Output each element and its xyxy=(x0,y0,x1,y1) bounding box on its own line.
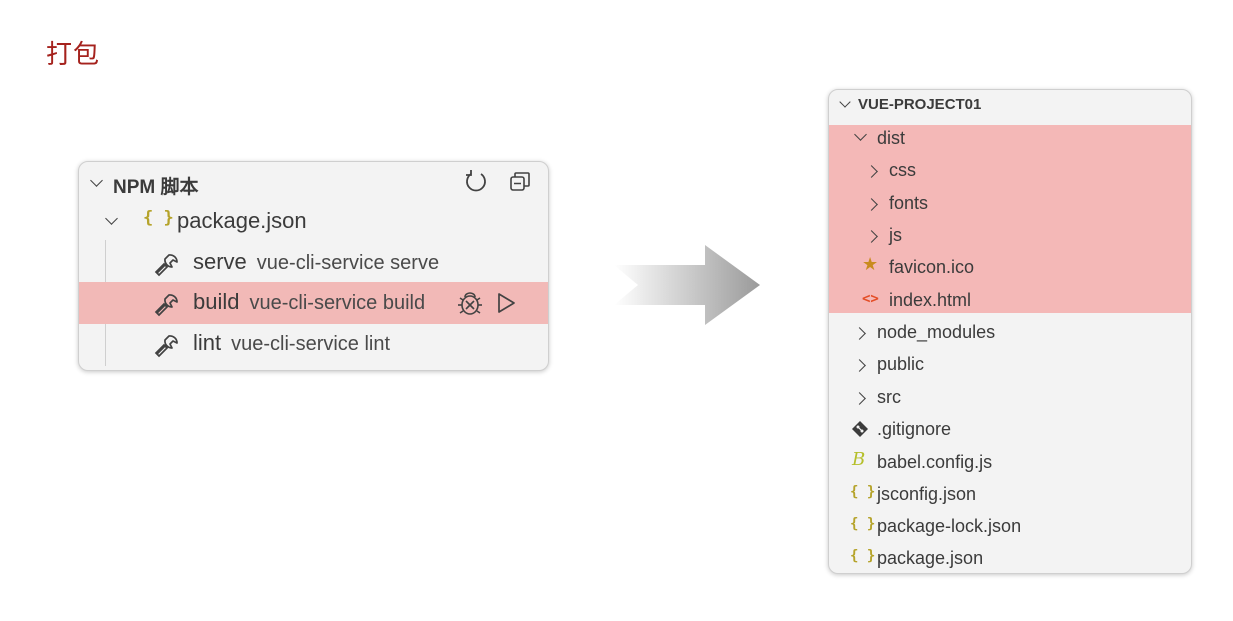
script-name: serve xyxy=(193,249,247,274)
tree-item-label: js xyxy=(889,225,902,245)
tree-item-label: public xyxy=(877,354,925,374)
tree-item-label: package.json xyxy=(877,548,984,568)
right-arrow xyxy=(614,245,760,325)
tree-item-jsconfig[interactable]: { } jsconfig.json xyxy=(829,478,1191,510)
chevron-right-icon[interactable] xyxy=(853,359,866,372)
tree-item-label: package-lock.json xyxy=(877,516,1022,536)
tree-item-index-html[interactable]: <> index.html xyxy=(829,284,1191,316)
tree-item-label: jsconfig.json xyxy=(877,484,977,504)
script-name: build xyxy=(193,289,240,314)
tree-item-label: css xyxy=(889,160,916,180)
explorer-header[interactable]: VUE-PROJECT01 xyxy=(829,90,1191,120)
babel-icon: B xyxy=(852,449,866,470)
chevron-right-icon[interactable] xyxy=(865,165,878,178)
chevron-down-icon[interactable] xyxy=(839,96,851,108)
json-icon: { } xyxy=(143,208,174,228)
package-json-row[interactable]: { } package.json xyxy=(79,204,548,240)
tree-item-node-modules[interactable]: node_modules xyxy=(829,316,1191,348)
tree-item-js[interactable]: js xyxy=(829,219,1191,251)
tree-item-label: src xyxy=(877,387,901,407)
explorer-panel: VUE-PROJECT01 dist css fonts js ★ favico… xyxy=(828,89,1192,574)
tree-item-label: node_modules xyxy=(877,322,996,342)
tree-item-public[interactable]: public xyxy=(829,348,1191,380)
tree-item-dist[interactable]: dist xyxy=(829,122,1191,154)
tree-item-label: .gitignore xyxy=(877,419,952,439)
debug-icon[interactable] xyxy=(455,288,485,318)
tree-item-label: fonts xyxy=(889,193,929,213)
script-row-build[interactable]: build vue-cli-service build xyxy=(79,282,548,324)
package-json-label: package.json xyxy=(177,208,307,233)
tree-item-fonts[interactable]: fonts xyxy=(829,187,1191,219)
star-icon: ★ xyxy=(862,254,879,274)
tree-item-package-json[interactable]: { } package.json xyxy=(829,542,1191,573)
chevron-right-icon[interactable] xyxy=(865,230,878,243)
tree-item-favicon[interactable]: ★ favicon.ico xyxy=(829,251,1191,283)
wrench-icon xyxy=(154,335,178,358)
chevron-down-icon[interactable] xyxy=(105,212,118,225)
page-title: 打包 xyxy=(46,40,101,70)
explorer-title: VUE-PROJECT01 xyxy=(858,96,982,113)
tree-item-label: dist xyxy=(877,128,906,148)
dist-highlight xyxy=(829,125,1191,313)
collapse-all-icon[interactable] xyxy=(507,169,533,195)
tree-item-src[interactable]: src xyxy=(829,381,1191,413)
html-icon: <> xyxy=(862,291,879,307)
chevron-right-icon[interactable] xyxy=(853,392,866,405)
chevron-down-icon[interactable] xyxy=(854,128,867,141)
tree-item-babel-config[interactable]: B babel.config.js xyxy=(829,446,1191,478)
tree-item-label: babel.config.js xyxy=(877,452,993,472)
json-icon: { } xyxy=(850,484,876,500)
chevron-right-icon[interactable] xyxy=(853,327,866,340)
script-command: vue-cli-service lint xyxy=(231,333,391,355)
tree-item-css[interactable]: css xyxy=(829,154,1191,186)
npm-scripts-title: NPM 脚本 xyxy=(113,177,199,198)
script-row-serve[interactable]: serve vue-cli-service serve xyxy=(79,243,548,283)
json-icon: { } xyxy=(850,516,876,532)
tree-item-package-lock[interactable]: { } package-lock.json xyxy=(829,510,1191,542)
wrench-icon xyxy=(154,294,178,317)
script-name: lint xyxy=(193,330,222,355)
tree-item-label: favicon.ico xyxy=(889,257,975,277)
chevron-down-icon[interactable] xyxy=(90,174,103,187)
refresh-icon[interactable] xyxy=(463,169,489,195)
tree-item-gitignore[interactable]: .gitignore xyxy=(829,413,1191,445)
script-command: vue-cli-service build xyxy=(249,292,426,314)
npm-scripts-header[interactable]: NPM 脚本 xyxy=(79,166,548,198)
chevron-right-icon[interactable] xyxy=(865,198,878,211)
git-icon xyxy=(852,421,868,437)
run-icon[interactable] xyxy=(493,290,519,316)
tree-item-label: index.html xyxy=(889,290,972,310)
json-icon: { } xyxy=(850,548,876,564)
script-row-lint[interactable]: lint vue-cli-service lint xyxy=(79,324,548,364)
wrench-icon xyxy=(154,254,178,277)
script-command: vue-cli-service serve xyxy=(256,252,440,274)
